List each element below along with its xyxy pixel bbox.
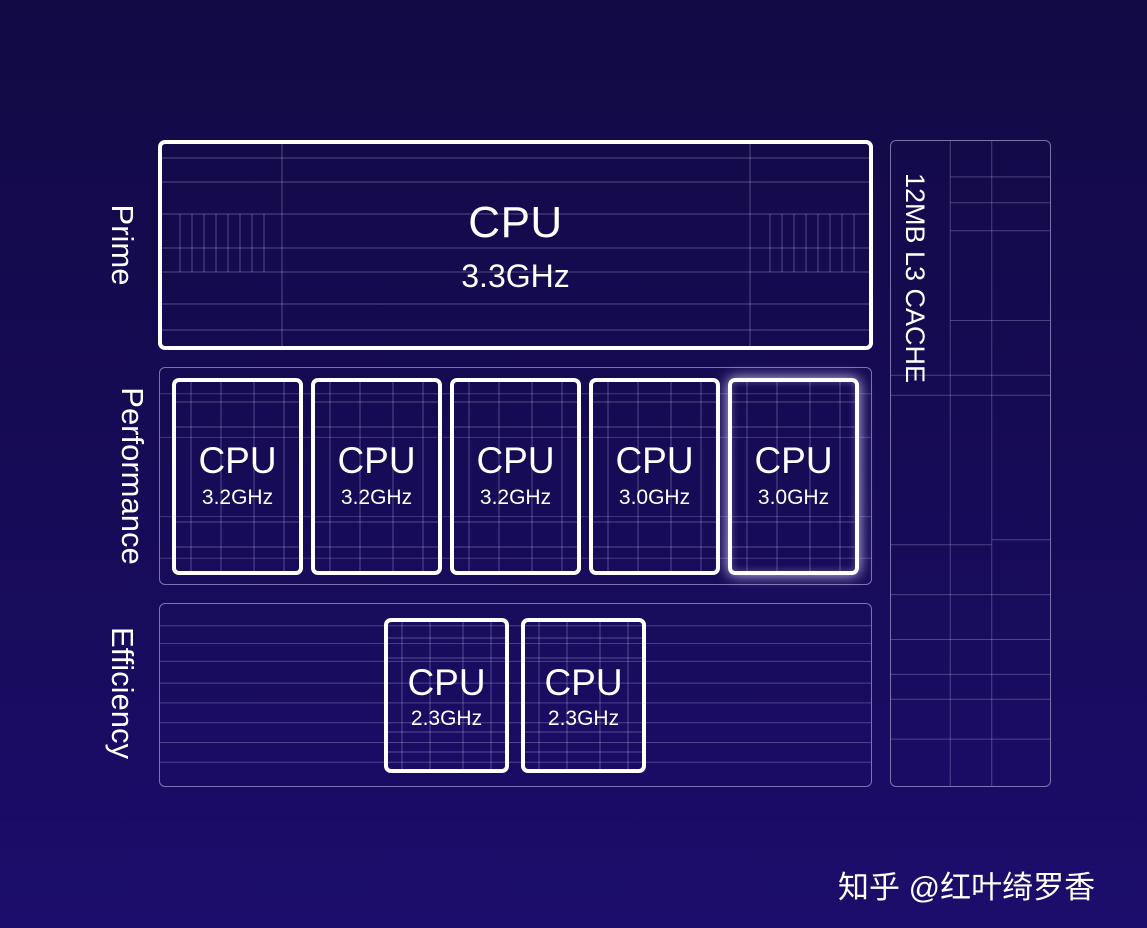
core-grid-lines (176, 382, 299, 571)
core-grid-lines (593, 382, 716, 571)
l3-cache-block (890, 140, 1051, 787)
core-name: CPU (544, 662, 623, 703)
core-grid-lines (454, 382, 577, 571)
core-grid-lines (732, 382, 855, 571)
l3-cache-label: 12MB L3 CACHE (900, 172, 930, 384)
core-name: CPU (476, 440, 555, 481)
core-grid-lines (525, 622, 642, 769)
core-frequency: 3.0GHz (757, 486, 830, 509)
prime-cluster-label: Prime (105, 204, 140, 286)
performance-core-3: CPU 3.2GHz (450, 378, 581, 575)
efficiency-core-2: CPU 2.3GHz (521, 618, 646, 773)
efficiency-grid-lines (160, 625, 871, 763)
efficiency-cluster-label: Efficiency (105, 626, 140, 760)
core-frequency: 3.2GHz (201, 486, 274, 509)
core-frequency: 2.3GHz (547, 707, 620, 730)
prime-grid-lines (162, 144, 869, 346)
core-name: CPU (198, 440, 277, 481)
performance-core-2: CPU 3.2GHz (311, 378, 442, 575)
core-frequency: 3.2GHz (479, 486, 552, 509)
efficiency-core-1: CPU 2.3GHz (384, 618, 509, 773)
performance-cluster-label: Performance (115, 387, 150, 565)
watermark-text: 知乎 @红叶绮罗香 (838, 870, 1096, 905)
core-grid-lines (315, 382, 438, 571)
performance-cluster-block (159, 367, 872, 585)
performance-core-4: CPU 3.0GHz (589, 378, 720, 575)
core-frequency: 3.2GHz (340, 486, 413, 509)
core-frequency: 2.3GHz (410, 707, 483, 730)
core-frequency: 3.0GHz (618, 486, 691, 509)
core-grid-lines (388, 622, 505, 769)
prime-core-block: CPU 3.3GHz (158, 140, 873, 350)
core-name: CPU (337, 440, 416, 481)
performance-grid-lines (160, 393, 871, 559)
core-name: CPU (615, 440, 694, 481)
cache-grid-lines (891, 141, 1050, 786)
performance-core-1: CPU 3.2GHz (172, 378, 303, 575)
core-name: CPU (407, 662, 486, 703)
performance-core-5: CPU 3.0GHz (728, 378, 859, 575)
prime-core-name: CPU (468, 198, 563, 247)
efficiency-cluster-block (159, 603, 872, 787)
core-name: CPU (754, 440, 833, 481)
prime-core-frequency: 3.3GHz (461, 258, 570, 294)
